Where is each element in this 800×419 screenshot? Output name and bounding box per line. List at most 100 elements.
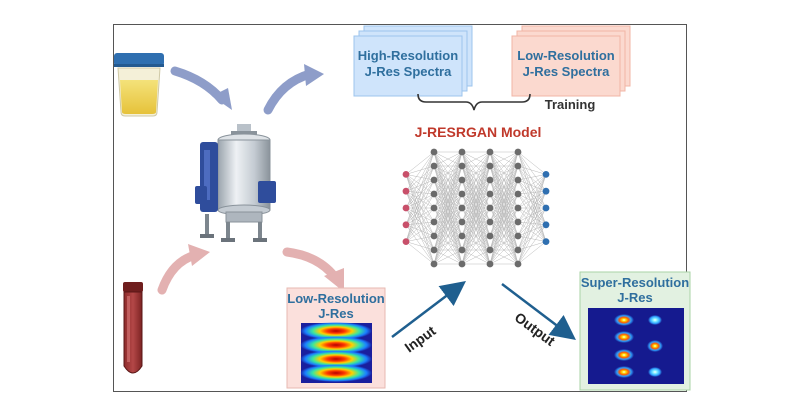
input-node [402, 187, 410, 195]
output-node [542, 171, 550, 178]
network-connection [433, 151, 463, 195]
network-connection [433, 151, 463, 223]
network-connection [433, 151, 463, 181]
hidden-node [458, 260, 466, 268]
hidden-node [514, 148, 522, 156]
model-title: J-RESRGAN Model [415, 124, 542, 140]
network-connection [489, 221, 519, 265]
network-connection [517, 151, 547, 175]
network-connection [405, 235, 435, 242]
network-connection [405, 207, 435, 242]
network-connection [517, 207, 547, 226]
network-connection [489, 235, 519, 265]
network-connection [405, 179, 435, 242]
network-connection [517, 174, 547, 237]
network-connection [405, 193, 435, 225]
network-connection [517, 190, 547, 209]
network-connection [405, 207, 435, 223]
super-resolution-heatmap [588, 308, 684, 384]
hidden-node [458, 218, 466, 226]
output-panel-line2: J-Res [617, 290, 652, 305]
spectrometer-to-lowres-arrow [282, 247, 339, 281]
hidden-node [430, 162, 438, 170]
low-res-line1: Low-Resolution [517, 48, 615, 63]
network-connection [405, 193, 435, 209]
network-connection [489, 151, 519, 251]
nmr-spectrometer-icon [195, 124, 276, 242]
hidden-node [514, 218, 522, 226]
network-connection [517, 174, 547, 209]
network-connection [517, 207, 547, 265]
network-connection [461, 151, 491, 251]
hidden-node [458, 190, 466, 198]
hidden-node [486, 246, 494, 254]
blood-to-spectrometer-arrow [157, 250, 200, 295]
network-connection [517, 191, 547, 223]
hidden-node [486, 148, 494, 156]
hidden-node [430, 218, 438, 226]
network-connection [405, 190, 435, 195]
hidden-node [514, 232, 522, 240]
hidden-node [486, 176, 494, 184]
network-connection [517, 193, 547, 209]
network-connection [517, 241, 547, 251]
network-connection [489, 151, 519, 223]
blood-arrow-head [188, 244, 210, 266]
network-connection [489, 207, 519, 265]
blood-sample-icon [123, 282, 143, 374]
neural-network [402, 148, 550, 268]
network-connection [433, 151, 463, 209]
low-res-line2: J-Res Spectra [523, 64, 610, 79]
training-label: Training [545, 97, 596, 112]
network-connection [433, 235, 463, 265]
hidden-node [486, 232, 494, 240]
network-connection [405, 151, 435, 175]
training-brace [417, 93, 531, 111]
network-connection [489, 151, 519, 209]
input-arrow-label: Input [402, 322, 439, 355]
input-node [402, 221, 410, 229]
input-node [402, 204, 410, 212]
network-connection [433, 207, 463, 265]
high-resolution-spectra-stack [353, 25, 473, 97]
network-connection [405, 221, 435, 226]
network-connection [517, 174, 547, 251]
hidden-node [514, 176, 522, 184]
network-connection [517, 174, 547, 181]
network-connection [405, 241, 435, 265]
high-res-line1: High-Resolution [358, 48, 458, 63]
network-connection [517, 191, 547, 265]
network-connection [489, 193, 519, 265]
network-connection [517, 191, 547, 251]
network-connection [489, 151, 519, 237]
network-connection [517, 165, 547, 175]
hidden-node [486, 190, 494, 198]
network-connection [405, 179, 435, 192]
network-connection [517, 224, 547, 237]
network-connection [461, 179, 491, 265]
network-connection [461, 193, 491, 265]
network-connection [461, 151, 491, 209]
hidden-node [458, 246, 466, 254]
diagram-frame [113, 24, 687, 392]
network-connection [433, 151, 463, 167]
network-connection [461, 235, 491, 265]
network-connection [461, 151, 491, 237]
network-connection [517, 174, 547, 223]
hidden-node [514, 162, 522, 170]
urine-sample-icon [114, 53, 164, 117]
network-connection [489, 151, 519, 167]
network-connection [433, 221, 463, 265]
output-node [542, 238, 550, 246]
training-arrow-head [304, 64, 324, 86]
network-connection [517, 207, 547, 251]
hidden-node [514, 204, 522, 212]
output-node [542, 204, 550, 212]
hidden-node [514, 246, 522, 254]
hidden-node [430, 204, 438, 212]
network-connection [405, 151, 435, 209]
network-connection [517, 224, 547, 265]
network-connection [433, 193, 463, 265]
high-res-line2: J-Res Spectra [365, 64, 452, 79]
lowres-arrow-head [324, 268, 344, 292]
